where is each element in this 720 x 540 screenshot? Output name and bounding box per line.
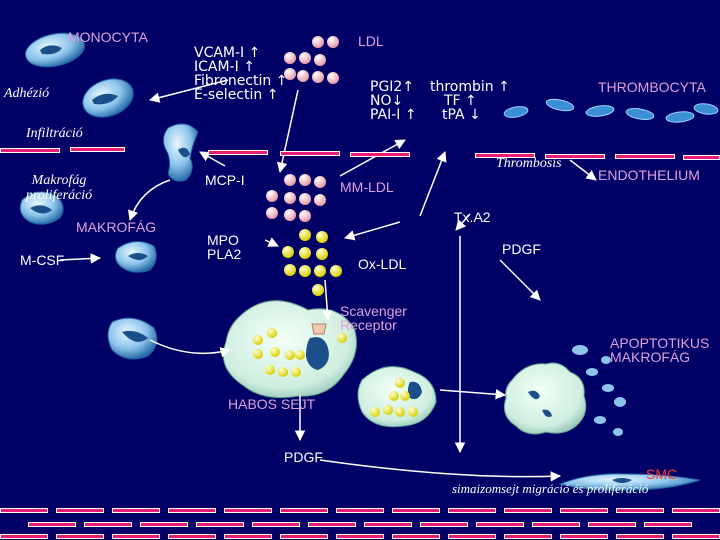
label-makrofag-prolif-line1: Makrofág bbox=[31, 173, 87, 188]
endothelial-cell bbox=[208, 150, 268, 155]
label-adhezio: Adhézió bbox=[4, 86, 50, 101]
arrows bbox=[59, 79, 597, 482]
label-mcp: MCP-I bbox=[205, 172, 245, 188]
label-fibronectin: Fibronectin ↑ bbox=[194, 73, 288, 89]
infiltrating-monocyte-cell bbox=[162, 123, 199, 182]
endothelial-cell bbox=[350, 152, 410, 157]
label-thrombocyta: THROMBOCYTA bbox=[598, 79, 706, 95]
endothelial-factors-left: PGI2↑ NO↓ PAI-I ↑ bbox=[370, 80, 417, 122]
endothelial-factors-right: thrombin ↑ TF ↑ tPA ↓ bbox=[430, 80, 510, 122]
endothelial-cell bbox=[475, 153, 535, 158]
label-eselectin: E-selectin ↑ bbox=[194, 87, 279, 103]
label-pdgf-bottom: PDGF bbox=[284, 449, 323, 465]
apoptotic-macrophage-cell bbox=[503, 362, 587, 435]
label-endothelium: ENDOTHELIUM bbox=[598, 167, 700, 183]
apoptotic-macrophage-label: APOPTOTIKUS MAKROFÁG bbox=[610, 336, 709, 364]
enzymes-list: MPO PLA2 bbox=[207, 233, 241, 261]
label-apoptotikus-line1: APOPTOTIKUS bbox=[610, 335, 710, 351]
scavenger-receptor-label: Scavenger Receptor bbox=[340, 304, 407, 332]
adhesion-monocyte-cell bbox=[82, 78, 134, 118]
endothelial-cell bbox=[545, 154, 605, 159]
endothelial-cell bbox=[280, 151, 340, 156]
apoptotic-fragments bbox=[572, 345, 626, 436]
endothelial-cell bbox=[615, 154, 675, 159]
adhesion-molecules-list: VCAM-I ↑ ICAM-I ↑ Fibronectin ↑ E-select… bbox=[194, 46, 287, 102]
scavenger-receptor bbox=[311, 323, 327, 335]
label-tpa: tPA ↓ bbox=[442, 107, 481, 123]
label-mm-ldl: MM-LDL bbox=[340, 179, 394, 195]
macrophage-cell-2 bbox=[114, 241, 157, 273]
label-monocyta: MONOCYTA bbox=[68, 29, 148, 45]
label-habos-sejt: HABOS SEJT bbox=[228, 396, 316, 412]
label-pgi2: PGI2↑ bbox=[370, 79, 415, 95]
endothelial-cell bbox=[70, 147, 125, 152]
label-icam: ICAM-I ↑ bbox=[194, 59, 255, 75]
label-smc: SMC bbox=[646, 466, 678, 482]
foam-cell bbox=[222, 300, 357, 399]
label-thrombosis: Thrombosis bbox=[496, 156, 562, 171]
macrophage-cell-3 bbox=[107, 317, 158, 360]
monocyte-cell bbox=[24, 32, 86, 68]
foam-cell-2 bbox=[357, 366, 437, 428]
macrophage-cell bbox=[19, 191, 64, 225]
label-simaizomsejt: simaizomsejt migráció és proliferáció bbox=[452, 481, 649, 496]
label-infiltracio: Infiltráció bbox=[26, 126, 83, 141]
label-no: NO↓ bbox=[370, 93, 404, 109]
endothelial-cell bbox=[683, 155, 720, 160]
label-makrofag-proliferacio: Makrofág proliferáció bbox=[4, 173, 114, 203]
endothelial-cell bbox=[0, 148, 60, 153]
label-ox-ldl: Ox-LDL bbox=[358, 256, 407, 272]
mm-ldl-particles bbox=[266, 174, 326, 222]
smooth-muscle-cell bbox=[558, 473, 701, 491]
label-txa2: Tx.A2 bbox=[454, 209, 491, 225]
label-mcsf: M-CSF bbox=[20, 252, 65, 268]
label-thrombin: thrombin ↑ bbox=[430, 79, 510, 95]
label-makrofag-prolif-line2: proliferáció bbox=[25, 188, 93, 203]
thrombocytes bbox=[503, 98, 719, 123]
label-vcam: VCAM-I ↑ bbox=[194, 45, 261, 61]
label-apoptotikus-line2: MAKROFÁG bbox=[610, 349, 691, 365]
label-pdgf-right: PDGF bbox=[502, 241, 541, 257]
label-mpo: MPO bbox=[207, 232, 239, 248]
label-tf: TF ↑ bbox=[444, 93, 477, 109]
label-pai: PAI-I ↑ bbox=[370, 107, 417, 123]
ldl-particles bbox=[284, 36, 339, 84]
label-scavenger-line2: Receptor bbox=[340, 317, 397, 333]
label-scavenger-line1: Scavenger bbox=[340, 303, 407, 319]
ox-ldl-particles bbox=[282, 229, 342, 336]
label-makrofag: MAKROFÁG bbox=[76, 219, 157, 235]
label-pla2: PLA2 bbox=[207, 246, 242, 262]
label-ldl: LDL bbox=[358, 33, 384, 49]
